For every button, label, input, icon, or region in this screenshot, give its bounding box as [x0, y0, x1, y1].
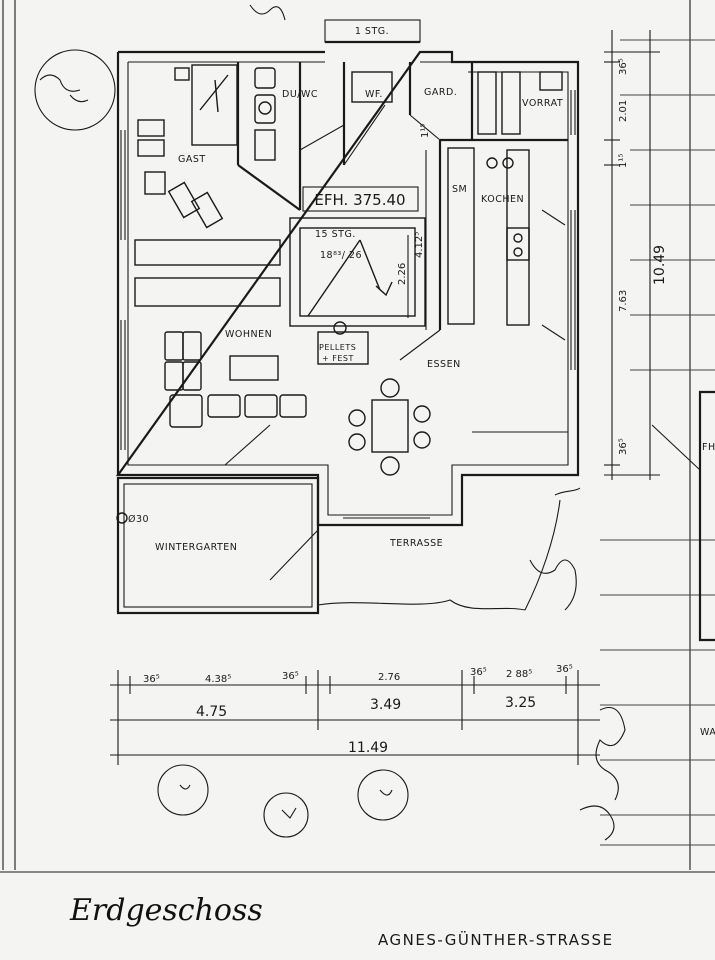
trees: [34, 49, 409, 838]
dim-top-7: 36⁵: [556, 664, 573, 675]
gast-chair-2: [137, 139, 165, 157]
room-du-wc: DU/WC: [282, 89, 318, 100]
gast-partition-2: [134, 277, 281, 307]
room-gast: GAST: [178, 154, 206, 165]
efh-label: EFH. 375.40: [314, 191, 405, 209]
right-windows: [570, 90, 576, 370]
dim-total-width: 11.49: [348, 740, 388, 756]
bottom-dimension-lines: [110, 670, 600, 765]
floor-caption: Erdgeschoss: [69, 893, 263, 928]
dim-inner-226: 2.26: [397, 263, 408, 285]
pellets-label: PELLETS: [319, 343, 356, 352]
dim-mid-3: 3.25: [505, 695, 536, 711]
living-sofa: [164, 331, 307, 428]
stove: [333, 321, 347, 335]
dim-inner-412: 4.12⁵: [414, 232, 425, 258]
stair-ratio: 18⁸³/ 26: [320, 250, 362, 261]
wintergarten-outline: [116, 476, 320, 615]
dim-top-6: 2 88⁵: [506, 669, 532, 680]
dining-chairs: [348, 378, 431, 476]
room-kochen: KOCHEN: [481, 194, 524, 205]
room-gard: GARD.: [424, 87, 457, 98]
neighbour-roof-line: [651, 424, 701, 471]
hatch-lines: [600, 39, 715, 846]
gast-chair-1: [137, 119, 165, 137]
column-label: Ø30: [128, 514, 149, 525]
interior-walls: [236, 62, 568, 330]
room-sm: SM: [452, 184, 467, 195]
dim-top-5: 36⁵: [470, 667, 487, 678]
outer-wall: [115, 50, 580, 527]
dim-top-4: 2.76: [378, 672, 400, 683]
room-terrasse: TERRASSE: [389, 538, 443, 549]
outer-wall-inner: [127, 61, 569, 516]
dim-right-115: 1¹⁵: [618, 154, 629, 168]
dining-table: [371, 399, 409, 453]
neighbour-label-2: WA: [700, 727, 715, 738]
room-essen: ESSEN: [427, 359, 461, 370]
right-dimension-lines: [407, 30, 660, 480]
stair-count: 15 STG.: [315, 229, 356, 240]
neighbour-building: [698, 390, 715, 642]
room-vorrat: VORRAT: [522, 98, 563, 109]
dim-mid-1: 4.75: [196, 704, 227, 720]
room-wohnen: WOHNEN: [225, 329, 272, 340]
bathroom-fixtures: [254, 67, 276, 161]
dim-top-3: 36⁵: [282, 671, 299, 682]
dim-mid-2: 3.49: [370, 697, 401, 713]
pellets-label-2: + FEST: [322, 354, 354, 363]
bush-sketch: [249, 4, 626, 841]
gast-stool: [144, 171, 166, 195]
pellet-store: [317, 331, 369, 365]
dim-top-2: 4.38⁵: [205, 674, 231, 685]
living-table: [229, 355, 279, 381]
wintergarten-inner: [123, 483, 313, 608]
efh-box: [302, 186, 419, 212]
gast-armchairs: [167, 181, 224, 229]
dim-top-1: 36⁵: [143, 674, 160, 685]
gast-partition-1: [134, 239, 281, 266]
stair: [289, 217, 426, 327]
dim-right-201: 2.01: [618, 100, 629, 122]
dim-right-763: 7.63: [618, 290, 629, 312]
street-name: AGNES-GÜNTHER-STRASSE: [378, 930, 614, 949]
utility-fixtures: [351, 71, 563, 135]
dim-right-365-top: 36⁵: [618, 58, 629, 75]
door-swings: [224, 104, 566, 581]
column: [116, 512, 128, 524]
neighbour-label: FH: [702, 442, 715, 453]
bed: [191, 64, 238, 146]
kitchen-counter: [447, 147, 530, 326]
upper-stair-label: 1 STG.: [355, 26, 389, 37]
dim-right-365-bottom: 36⁵: [618, 438, 629, 455]
terrace-sketch: [317, 487, 581, 611]
dim-right-total: 10.49: [652, 245, 668, 285]
room-wf: WF.: [365, 89, 383, 100]
gast-pillow: [174, 67, 190, 81]
left-windows: [120, 130, 126, 450]
dim-inner-115: 1¹⁵: [420, 124, 431, 138]
room-wintergarten: WINTERGARTEN: [155, 542, 237, 553]
